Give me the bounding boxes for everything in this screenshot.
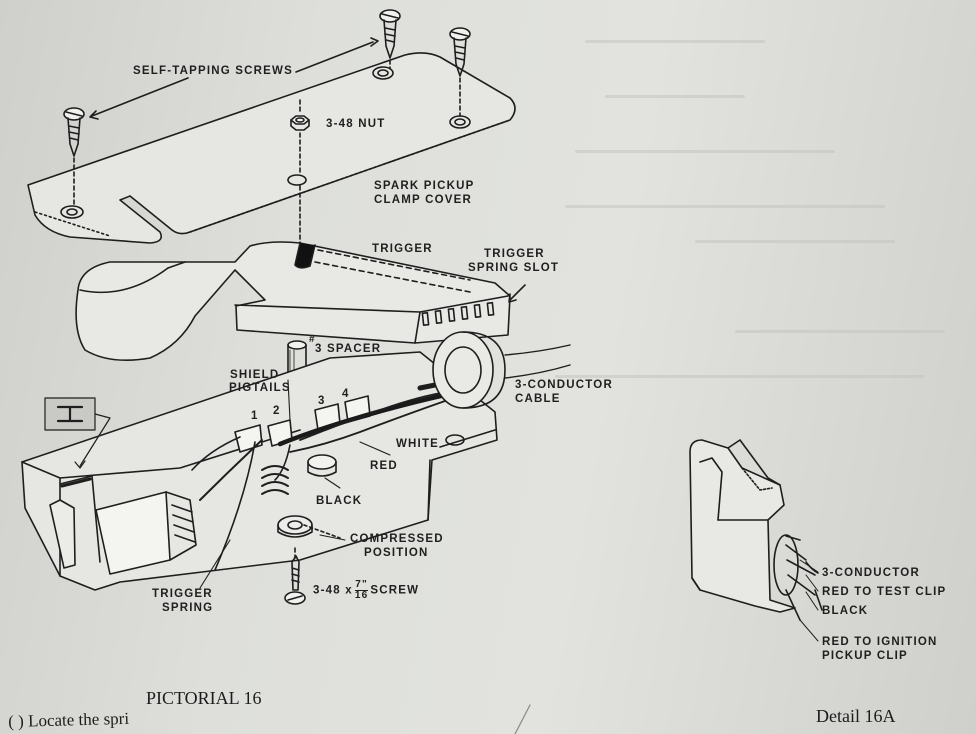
label-trigger-spring-slot-1: TRIGGER [484, 248, 545, 260]
detail-leader [805, 591, 819, 611]
caption-pictorial-16: PICTORIAL 16 [146, 688, 262, 708]
terminal-number-1: 1 [251, 410, 259, 422]
label-cable: CABLE [515, 393, 561, 405]
detail-label-pickup-clip: PICKUP CLIP [822, 650, 908, 662]
terminal-number-2: 2 [273, 405, 281, 417]
label-position: POSITION [364, 547, 429, 559]
detail-leader [805, 574, 819, 592]
bottom-screw [284, 555, 306, 605]
label-trigger-spring-2: SPRING [162, 602, 214, 614]
detail-label-3-conductor: 3-CONDUCTOR [822, 567, 920, 579]
nut [290, 115, 310, 131]
fraction-denominator: 16 [354, 590, 369, 601]
label-clamp-cover: CLAMP COVER [374, 194, 472, 206]
label-spacer-hash: # [309, 334, 316, 345]
slot-leader [509, 284, 526, 301]
detail-label-red-ignition: RED TO IGNITION [822, 636, 938, 648]
detail-leader [799, 559, 819, 573]
label-pigtails: PIGTAILS [229, 382, 291, 394]
screw-leader [295, 41, 374, 73]
three-conductor-cable [504, 344, 571, 379]
detail-label-red-test-clip: RED TO TEST CLIP [822, 586, 947, 598]
screw-size-prefix: 3-48 x [313, 584, 353, 597]
contact-block [49, 491, 197, 575]
label-trigger-spring-slot-2: SPRING SLOT [468, 262, 560, 274]
fraction-numerator: 7" [354, 579, 369, 591]
screw-length-fraction: 7"16 [354, 579, 369, 601]
detail-label-black: BLACK [822, 605, 869, 617]
terminal-number-3: 3 [318, 395, 326, 407]
terminal-number-4: 4 [342, 388, 350, 400]
label-self-tapping-screws: SELF-TAPPING SCREWS [133, 65, 293, 77]
label-spacer: 3 SPACER [315, 343, 382, 355]
page-edge [514, 704, 531, 734]
caption-detail-16a: Detail 16A [816, 706, 896, 726]
self-tapping-screw [63, 107, 85, 157]
washer [277, 515, 313, 538]
self-tapping-screw [449, 27, 471, 77]
detail-16a-drawing [689, 439, 823, 621]
label-nut: 3-48 NUT [326, 118, 386, 130]
label-3-conductor: 3-CONDUCTOR [515, 379, 613, 391]
instruction-text-fragment: ( ) Locate the spri [8, 708, 130, 731]
label-spark-pickup: SPARK PICKUP [374, 180, 475, 192]
label-red: RED [370, 460, 398, 472]
screw-leader [91, 77, 189, 117]
self-tapping-screw [379, 9, 401, 59]
label-trigger: TRIGGER [372, 243, 433, 255]
label-white: WHITE [396, 438, 440, 450]
trigger-spring-screw [261, 454, 337, 495]
label-trigger-spring-1: TRIGGER [152, 588, 213, 600]
clamp-cover [27, 52, 516, 244]
detail-leader [799, 619, 819, 642]
trigger [75, 241, 511, 362]
label-shield: SHIELD [230, 369, 280, 381]
label-compressed: COMPRESSED [350, 533, 444, 545]
bleed-through-text [545, 0, 976, 420]
screw-size-suffix: SCREW [370, 584, 420, 597]
connector-icon-box [44, 397, 111, 469]
label-black: BLACK [316, 495, 363, 507]
cable-grommet [432, 331, 506, 409]
